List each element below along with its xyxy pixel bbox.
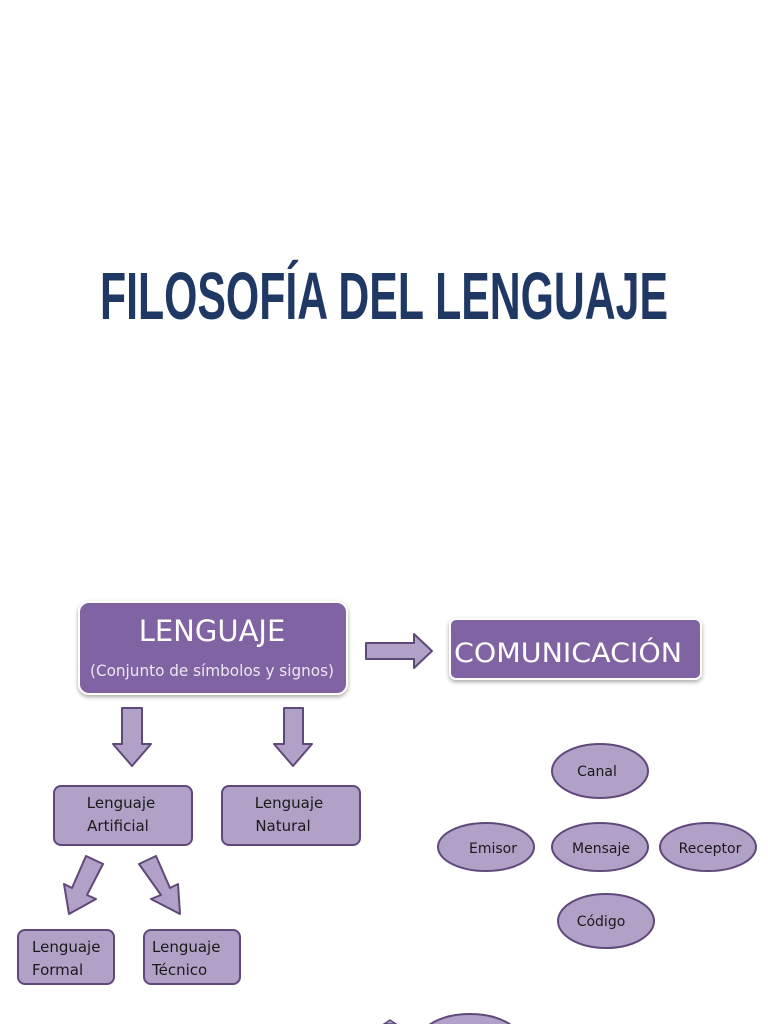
arrow-partial-bottom [382, 1019, 398, 1024]
lenguaje-sublabel: (Conjunto de símbolos y signos) [90, 661, 334, 680]
emisor-label: Emisor [469, 841, 517, 857]
arrow-right [365, 633, 433, 669]
receptor-node: Receptor [659, 822, 757, 872]
formal-line2: Formal [32, 961, 83, 979]
natural-line2: Natural [255, 817, 310, 835]
mensaje-label: Mensaje [572, 841, 630, 857]
codigo-node: Código [557, 893, 655, 949]
tecnico-node: Lenguaje Técnico [143, 929, 241, 985]
page-title: FILOSOFÍA DEL LENGUAJE [100, 258, 668, 333]
emisor-node: Emisor [437, 822, 535, 872]
tecnico-line1: Lenguaje [152, 938, 220, 956]
codigo-label: Código [577, 914, 626, 930]
receptor-label: Receptor [679, 841, 742, 857]
comunicacion-node: COMUNICACIÓN [449, 618, 702, 680]
formal-line1: Lenguaje [32, 938, 100, 956]
natural-line1: Lenguaje [255, 794, 323, 812]
arrow-down-artificial [112, 707, 152, 767]
artificial-node: Lenguaje Artificial [53, 785, 193, 846]
lenguaje-node: LENGUAJE (Conjunto de símbolos y signos) [78, 601, 348, 695]
canal-label: Canal [577, 764, 617, 780]
arrow-down-natural [273, 707, 313, 767]
comunicacion-label: COMUNICACIÓN [454, 637, 682, 669]
mensaje-node: Mensaje [551, 822, 649, 872]
canal-node: Canal [551, 743, 649, 799]
artificial-line1: Lenguaje [87, 794, 155, 812]
artificial-line2: Artificial [87, 817, 149, 835]
natural-node: Lenguaje Natural [221, 785, 361, 846]
tecnico-line2: Técnico [151, 961, 207, 979]
arrow-down-formal [63, 855, 104, 915]
lenguaje-label: LENGUAJE [139, 614, 286, 648]
formal-node: Lenguaje Formal [17, 929, 115, 985]
oval-partial-bottom [428, 1013, 512, 1024]
arrow-down-tecnico [138, 855, 181, 915]
